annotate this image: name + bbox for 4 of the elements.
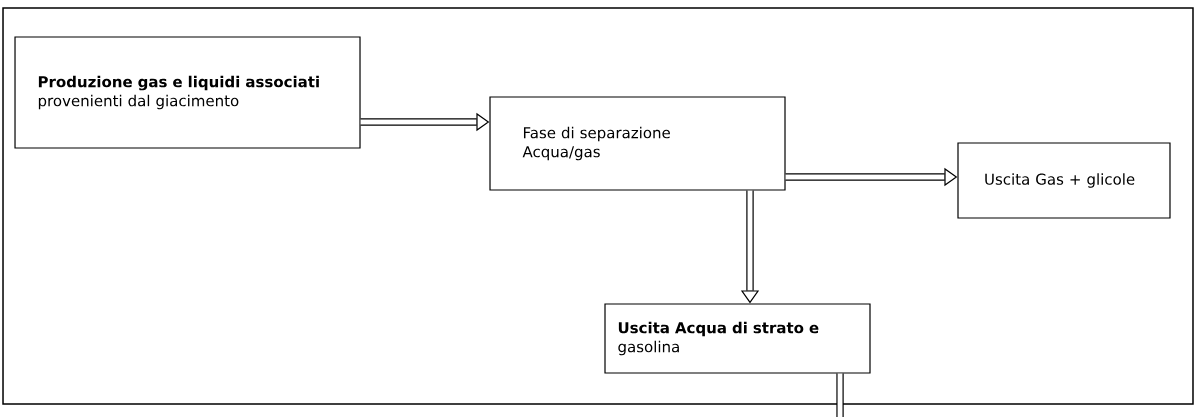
process-box: Produzione gas e liquidi associati provenienti dal giacimento: [14, 36, 361, 149]
process-box: Uscita Acqua di strato e gasolina: [604, 303, 871, 374]
process-box: Uscita Gas + glicole: [957, 142, 1171, 219]
process-box: Fase di separazione Acqua/gas: [489, 96, 786, 191]
